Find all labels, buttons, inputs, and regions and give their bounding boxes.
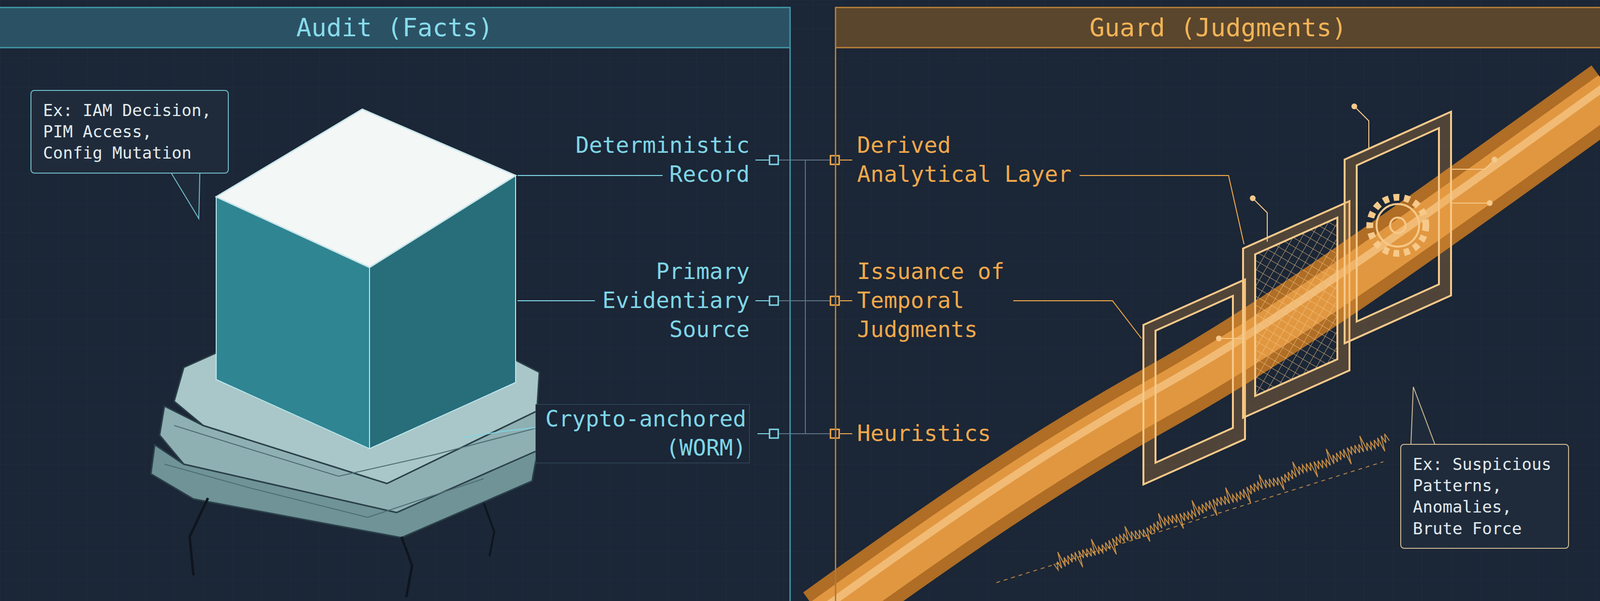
leader-line [517,175,663,177]
signal-wave [1053,433,1390,571]
circuit-traces [1216,103,1497,341]
crack [189,498,208,576]
annotation-label: Primary Evidentiary Source [595,257,750,344]
connector-square [769,296,779,306]
circuit-trace [1451,202,1490,204]
leader-line [840,300,853,302]
leader-line [755,159,770,161]
crack [483,503,495,557]
filter-frames [1143,111,1452,485]
connector-square [769,429,779,439]
annotation-label: Derived Analytical Layer [857,131,1079,190]
rock-strata [164,464,484,518]
audit-cube [216,109,516,449]
annotation-label: Crypto-anchored (WORM) [535,404,750,464]
circuit-dot [1250,195,1256,201]
cube-top [216,109,516,268]
leader-line [464,427,538,438]
annotation-label: Issuance of Temporal Judgments [857,257,1011,344]
flow-highlight [822,82,1600,601]
leader-line [840,433,853,435]
circuit-trace [1218,338,1245,340]
leader-line [1013,300,1142,339]
data-flow [822,82,1600,601]
circuit-dot [1487,200,1493,206]
bracket-line [778,300,831,302]
filter-frame [1143,279,1245,485]
filter-frame [1344,111,1452,344]
callout-tails [170,172,1436,445]
example-callout: Ex: IAM Decision, PIM Access, Config Mut… [30,89,229,174]
bracket-line [804,160,806,434]
leader-line [1079,175,1245,245]
example-callout: Ex: Suspicious Patterns, Anomalies, Brut… [1400,444,1570,549]
leader-line [840,159,853,161]
callout-tail [170,172,200,219]
leaders-left [517,160,770,434]
annotation-label: Heuristics [857,419,992,449]
panel-heading: Audit (Facts) [0,8,790,49]
bracket-line [778,159,831,161]
gear [1390,217,1406,234]
frame-inner [1155,296,1233,463]
annotation-label: Deterministic Record [568,131,750,190]
circuit-dot [1492,157,1497,163]
squares-left [769,155,779,439]
circuit-trace [1252,198,1268,242]
leader-line [755,300,770,302]
panel-heading: Guard (Judgments) [836,8,1600,49]
circuit-trace [1354,106,1369,149]
frame-mesh [1255,217,1338,397]
gear [1376,204,1420,247]
circuit-dot [1216,336,1222,341]
signal-wave [1053,433,1390,571]
circuit-trace [1451,159,1495,170]
callout-text: Ex: Suspicious Patterns, Anomalies, Brut… [1412,453,1557,540]
filter-frame [1243,201,1350,418]
gear [1369,197,1426,254]
leader-line [757,433,770,435]
callout-text: Ex: IAM Decision, PIM Access, Config Mut… [43,99,217,164]
crack [401,536,413,598]
callout-tail [1410,386,1436,445]
frame-inner [1356,128,1439,322]
bracket [778,160,831,434]
connector-square [769,155,779,165]
circuit-dot [1351,103,1357,109]
leader-line [517,300,595,302]
bracket-line [778,433,831,435]
